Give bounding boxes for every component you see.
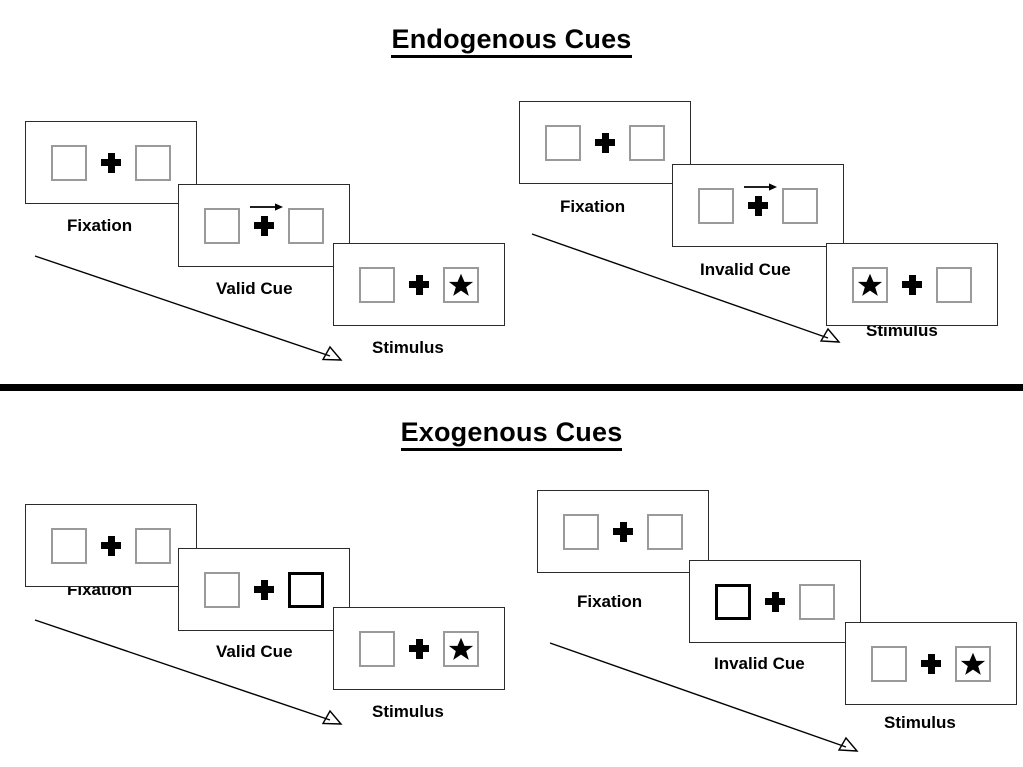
cue-slot (595, 132, 615, 153)
panel-label-exogenous-valid-stimulus: Stimulus (372, 702, 444, 721)
arrow-right-cue-icon (744, 182, 777, 191)
cue-slot (613, 521, 633, 542)
panel-content (359, 630, 479, 667)
target-box-right (647, 513, 683, 550)
section-divider (0, 384, 1023, 391)
panel-label-endogenous-invalid-cue: Invalid Cue (700, 260, 791, 279)
cue-slot (765, 591, 785, 612)
fixation-cross-icon (921, 653, 941, 674)
target-box-left (545, 124, 581, 161)
cue-slot (921, 653, 941, 674)
panel-exogenous-invalid-fixation (537, 490, 709, 573)
cue-slot (101, 535, 121, 556)
cue-slot (409, 638, 429, 659)
time-flow-arrow-exogenous-invalid (549, 642, 859, 752)
panel-label-exogenous-valid-cue: Valid Cue (216, 642, 293, 661)
panel-content (698, 182, 818, 224)
panel-content (204, 571, 324, 608)
panel-label-endogenous-valid-cue: Valid Cue (216, 279, 293, 298)
target-box-left (204, 207, 240, 244)
target-box-right (443, 266, 479, 303)
fixation-cross-icon (254, 579, 274, 600)
panel-endogenous-invalid-cue (672, 164, 844, 247)
time-flow-arrow-endogenous-invalid (531, 233, 841, 343)
fixation-cross-icon (409, 638, 429, 659)
target-box-left (51, 144, 87, 181)
cued-box-right (288, 571, 324, 608)
fixation-cross-icon (101, 535, 121, 556)
panel-exogenous-invalid-cue (689, 560, 861, 643)
fixation-cross-icon (254, 215, 274, 236)
star-target-icon (448, 273, 474, 296)
arrow-right-cue-icon (250, 202, 283, 211)
cue-slot (409, 274, 429, 295)
panel-content (51, 144, 171, 181)
target-box-right (288, 207, 324, 244)
panel-label-exogenous-invalid-cue: Invalid Cue (714, 654, 805, 673)
target-box-left (852, 266, 888, 303)
fixation-cross-icon (613, 521, 633, 542)
star-target-icon (448, 637, 474, 660)
cue-slot (254, 579, 274, 600)
panel-endogenous-valid-fixation (25, 121, 197, 204)
panel-exogenous-valid-stimulus (333, 607, 505, 690)
panel-endogenous-invalid-stimulus (826, 243, 998, 326)
panel-exogenous-valid-cue (178, 548, 350, 631)
target-box-right (782, 187, 818, 224)
target-box-right (629, 124, 665, 161)
panel-label-exogenous-invalid-stimulus: Stimulus (884, 713, 956, 732)
section-title-endogenous: Endogenous Cues (0, 24, 1023, 58)
target-box-left (359, 630, 395, 667)
panel-content (545, 124, 665, 161)
target-box-left (359, 266, 395, 303)
panel-content (871, 645, 991, 682)
time-flow-arrow-endogenous-valid (34, 255, 343, 361)
panel-label-endogenous-invalid-fixation: Fixation (560, 197, 626, 216)
panel-label-exogenous-invalid-fixation: Fixation (577, 592, 643, 611)
panel-content (51, 527, 171, 564)
panel-endogenous-valid-stimulus (333, 243, 505, 326)
section-title-endogenous-text: Endogenous Cues (391, 24, 632, 58)
panel-label-endogenous-valid-fixation: Fixation (67, 216, 133, 235)
fixation-cross-icon (595, 132, 615, 153)
cue-slot (101, 152, 121, 173)
section-title-exogenous: Exogenous Cues (0, 417, 1023, 451)
panel-content (563, 513, 683, 550)
fixation-cross-icon (101, 152, 121, 173)
panel-exogenous-invalid-stimulus (845, 622, 1017, 705)
panel-endogenous-valid-cue (178, 184, 350, 267)
panel-content (852, 266, 972, 303)
cued-box-left (715, 583, 751, 620)
target-box-right (135, 527, 171, 564)
panel-endogenous-invalid-fixation (519, 101, 691, 184)
star-target-icon (960, 652, 986, 675)
target-box-right (799, 583, 835, 620)
cue-slot (902, 274, 922, 295)
section-title-exogenous-text: Exogenous Cues (400, 417, 623, 451)
fixation-cross-icon (765, 591, 785, 612)
cue-slot (250, 202, 283, 236)
target-box-left (871, 645, 907, 682)
time-flow-arrow-exogenous-valid (34, 619, 343, 725)
cue-slot (744, 182, 777, 216)
target-box-right (443, 630, 479, 667)
target-box-left (204, 571, 240, 608)
target-box-left (698, 187, 734, 224)
target-box-right (936, 266, 972, 303)
target-box-right (135, 144, 171, 181)
fixation-cross-icon (748, 195, 768, 216)
panel-content (359, 266, 479, 303)
panel-exogenous-valid-fixation (25, 504, 197, 587)
fixation-cross-icon (409, 274, 429, 295)
fixation-cross-icon (902, 274, 922, 295)
target-box-right (955, 645, 991, 682)
panel-content (204, 202, 324, 244)
star-target-icon (857, 273, 883, 296)
target-box-left (51, 527, 87, 564)
panel-content (715, 583, 835, 620)
target-box-left (563, 513, 599, 550)
panel-label-endogenous-valid-stimulus: Stimulus (372, 338, 444, 357)
